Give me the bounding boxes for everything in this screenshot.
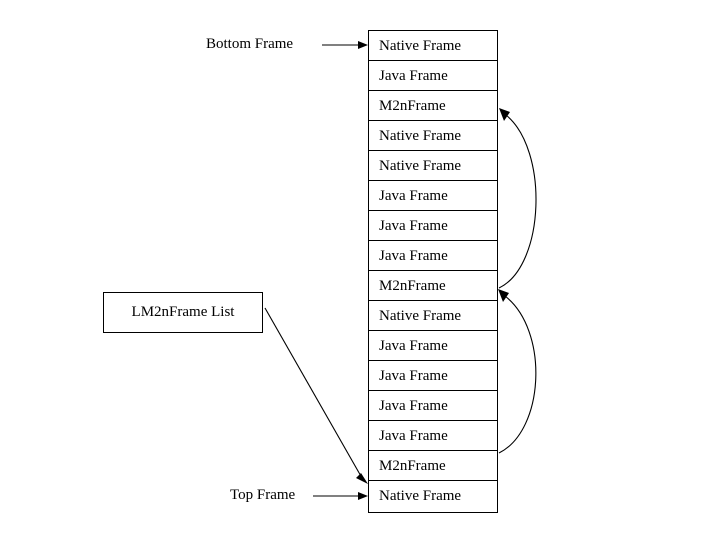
frame-row: Java Frame [369, 361, 497, 391]
frame-row: M2nFrame [369, 91, 497, 121]
bottom-frame-label: Bottom Frame [206, 36, 294, 52]
frame-row: Java Frame [369, 391, 497, 421]
frame-row: Java Frame [369, 61, 497, 91]
bottom-frame-pointer [322, 41, 368, 49]
frame-row: Native Frame [379, 488, 462, 504]
frame-row: Native Frame [369, 31, 497, 61]
frame-row: Native Frame [369, 151, 497, 181]
frame-row: Java Frame [369, 181, 497, 211]
frame-row: Java Frame [369, 331, 497, 361]
frame-row: M2nFrame [369, 271, 497, 301]
top-frame-label: Top Frame [230, 487, 296, 503]
frame-row: Java Frame [369, 211, 497, 241]
frame-row: Java Frame [369, 421, 497, 451]
lm2n-list-head-pointer [264, 307, 368, 484]
frame-row: M2nFrame [369, 451, 497, 481]
frame-row: Java Frame [369, 241, 497, 271]
frame-row: Native Frame [369, 301, 497, 331]
frame-stack: Native Frame Java Frame M2nFrame Native … [368, 30, 498, 513]
m2n-link-lower [498, 289, 537, 454]
lm2n-frame-list-box: LM2nFrame List [103, 292, 263, 333]
m2n-link-upper [498, 108, 537, 289]
top-frame-pointer [313, 492, 368, 500]
frame-row: Native Frame [369, 121, 497, 151]
